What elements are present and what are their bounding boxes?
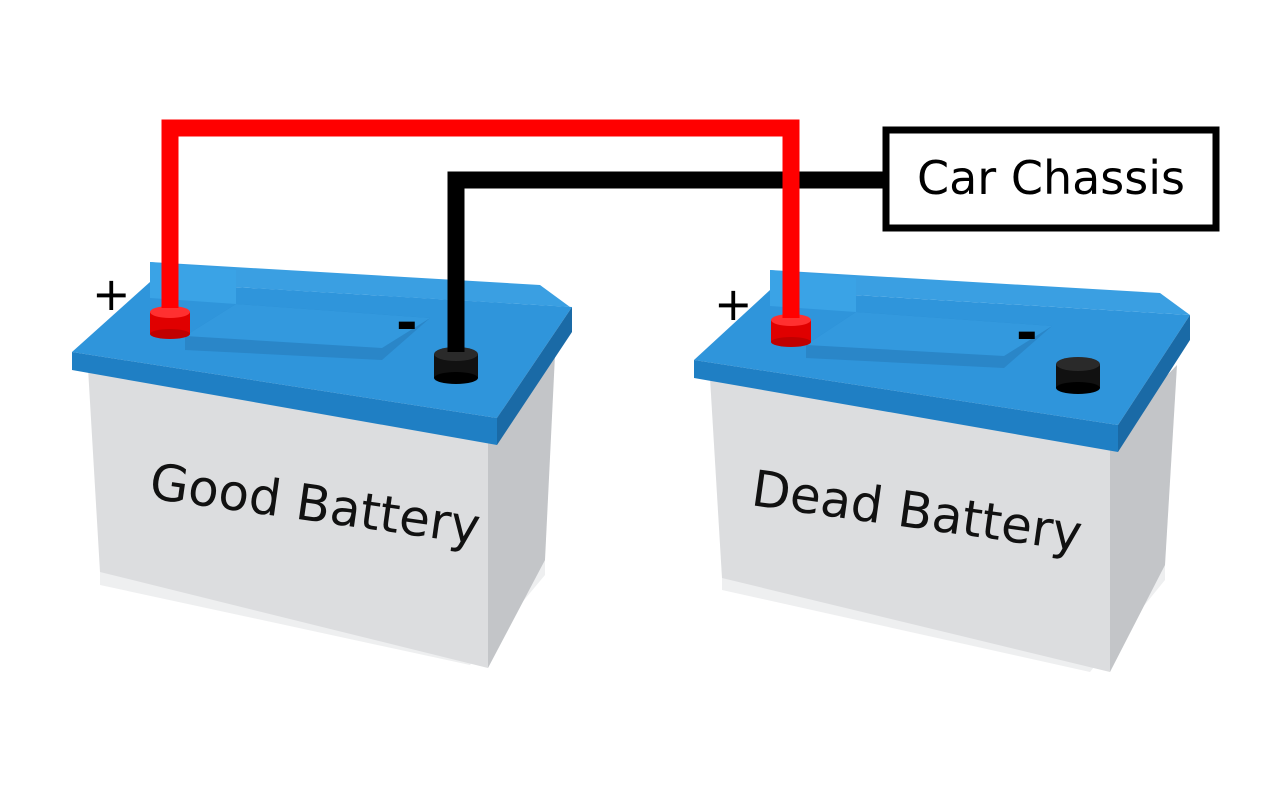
- dead-battery-negative-sign: -: [1016, 303, 1038, 363]
- good-battery-front: [88, 368, 488, 668]
- dead-battery-side: [1110, 365, 1177, 672]
- dead-battery-positive-sign: +: [714, 277, 753, 331]
- car-chassis-label: Car Chassis: [917, 151, 1185, 205]
- good-battery-lid-front: [72, 352, 497, 445]
- car-chassis-box: Car Chassis: [882, 126, 1220, 232]
- good-battery-positive-sign: +: [92, 267, 131, 321]
- good-battery-lid-strip: [150, 262, 570, 307]
- negative-cable: [447, 171, 884, 352]
- positive-cable: [161, 119, 800, 318]
- dead-battery-lid-front: [694, 360, 1118, 452]
- dead-battery-lid-side: [1118, 315, 1190, 452]
- dead-battery-front: [710, 378, 1110, 672]
- good-battery-lid-side: [497, 307, 572, 445]
- good-battery-negative-terminal: [434, 347, 478, 384]
- good-battery: + - Good Battery: [72, 262, 572, 668]
- dead-battery-lid-strip: [770, 270, 1190, 315]
- good-battery-positive-terminal: [150, 306, 190, 339]
- dead-battery-negative-terminal: [1056, 357, 1100, 394]
- dead-battery: + - Dead Battery: [694, 270, 1190, 672]
- dead-battery-positive-terminal: [771, 314, 811, 347]
- good-battery-negative-sign: -: [396, 293, 418, 353]
